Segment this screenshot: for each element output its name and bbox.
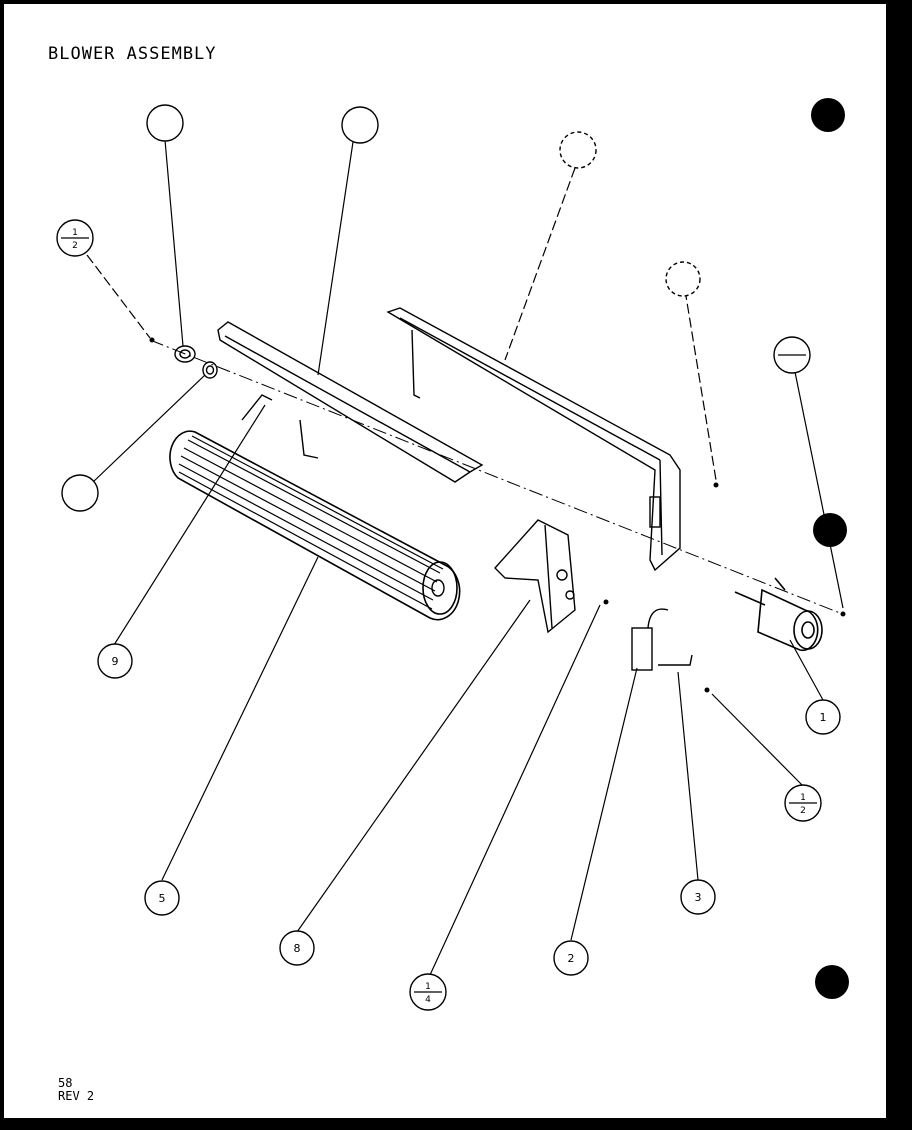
callout-one-label: 1	[820, 711, 827, 724]
callout-top-right	[559, 131, 597, 169]
callout-nine	[97, 643, 133, 679]
callout-two	[553, 940, 589, 976]
callout-half-left-numerator: 1	[72, 228, 78, 238]
callout-top-small	[665, 261, 701, 297]
callout-top-mid	[341, 106, 379, 144]
callout-quarter-denominator: 4	[425, 995, 431, 1005]
screws	[149, 337, 846, 693]
callout-three	[680, 879, 716, 915]
callout-five-label: 5	[159, 892, 166, 905]
binder-hole-top	[811, 98, 845, 132]
callout-five	[144, 880, 180, 916]
binder-hole-bottom	[815, 965, 849, 999]
sheet-border-bottom	[0, 1118, 912, 1130]
cover-plate	[217, 321, 484, 483]
callout-quarter-numerator: 1	[425, 982, 431, 992]
callout-half-left-denominator: 2	[72, 241, 78, 251]
callout-half-right-denominator: 2	[800, 806, 806, 816]
fraction-bars	[61, 237, 817, 993]
callout-circles	[56, 104, 841, 1011]
callout-nine-label: 9	[112, 655, 119, 668]
binder-hole-middle	[813, 513, 847, 547]
left-bearing	[174, 345, 218, 379]
revision-label: REV 2	[58, 1089, 95, 1103]
callout-top-left	[146, 104, 184, 142]
callout-eight	[279, 930, 315, 966]
blower-motor	[734, 577, 823, 652]
motor-bracket	[494, 519, 576, 634]
callout-one	[805, 699, 841, 735]
page-number: 58	[58, 1076, 73, 1090]
capacitor	[631, 608, 693, 671]
callout-three-label: 3	[695, 891, 702, 904]
housing-panel	[386, 307, 681, 572]
blower-wheel	[169, 430, 461, 621]
diagram-title: BLOWER ASSEMBLY	[48, 44, 217, 64]
sheet-border-right	[886, 0, 912, 1130]
leader-lines	[86, 139, 844, 976]
callout-half-right-numerator: 1	[800, 793, 806, 803]
sheet-border-left	[0, 0, 4, 1130]
callout-eight-label: 8	[294, 942, 301, 955]
callout-two-label: 2	[568, 952, 575, 965]
callout-washer	[61, 474, 99, 512]
sheet-border-top	[0, 0, 912, 4]
assembly-axis-line	[149, 339, 846, 616]
